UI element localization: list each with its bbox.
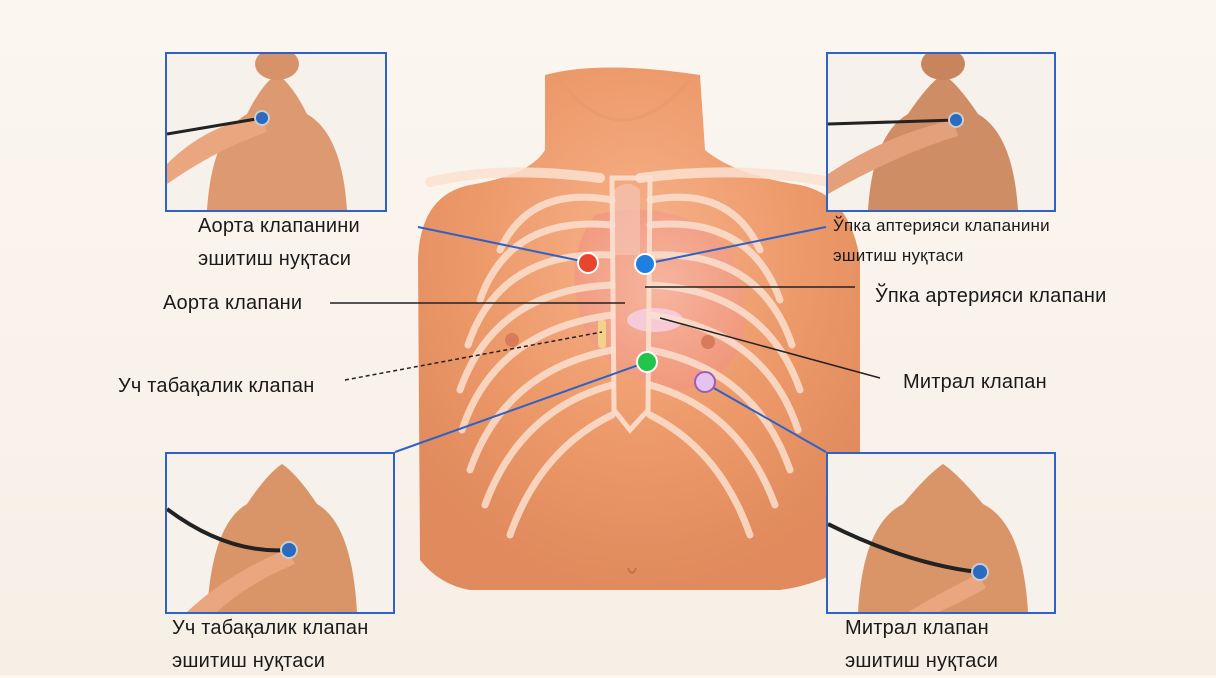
photo-pulmonary-auscultation [826, 52, 1056, 212]
photo-aortic-auscultation [165, 52, 387, 212]
label-mitral-valve: Митрал клапан [903, 366, 1047, 399]
label-aortic-point-line1: Аорта клапанини [198, 210, 360, 243]
label-pulmonary-point: Ўпка аптерияси клапанини эшитиш нуқтаси [833, 211, 1050, 271]
label-pulmonary-point-line1: Ўпка аптерияси клапанини [833, 211, 1050, 241]
label-pulmonary-point-line2: эшитиш нуқтаси [833, 241, 1050, 271]
mitral-point-marker [695, 372, 715, 392]
label-tricuspid-valve: Уч табақалик клапан [118, 370, 314, 403]
label-mitral-point-line1: Митрал клапан [845, 612, 998, 645]
label-mitral-point-line2: эшитиш нуқтаси [845, 645, 998, 678]
label-tricuspid-point-line2: эшитиш нуқтаси [172, 645, 368, 678]
label-tricuspid-point-line1: Уч табақалик клапан [172, 612, 368, 645]
photo-tricuspid-auscultation [165, 452, 395, 614]
label-aortic-point: Аорта клапанини эшитиш нуқтаси [198, 210, 360, 276]
aortic-point-marker [578, 253, 598, 273]
tricuspid-point-marker [637, 352, 657, 372]
label-mitral-point: Митрал клапан эшитиш нуқтаси [845, 612, 998, 678]
label-tricuspid-point: Уч табақалик клапан эшитиш нуқтаси [172, 612, 368, 678]
pulmonary-point-marker [635, 254, 655, 274]
label-pulmonary-valve: Ўпка артерияси клапани [875, 280, 1106, 313]
photo-mitral-auscultation [826, 452, 1056, 614]
label-aortic-point-line2: эшитиш нуқтаси [198, 243, 360, 276]
label-aortic-valve: Аорта клапани [163, 287, 302, 320]
